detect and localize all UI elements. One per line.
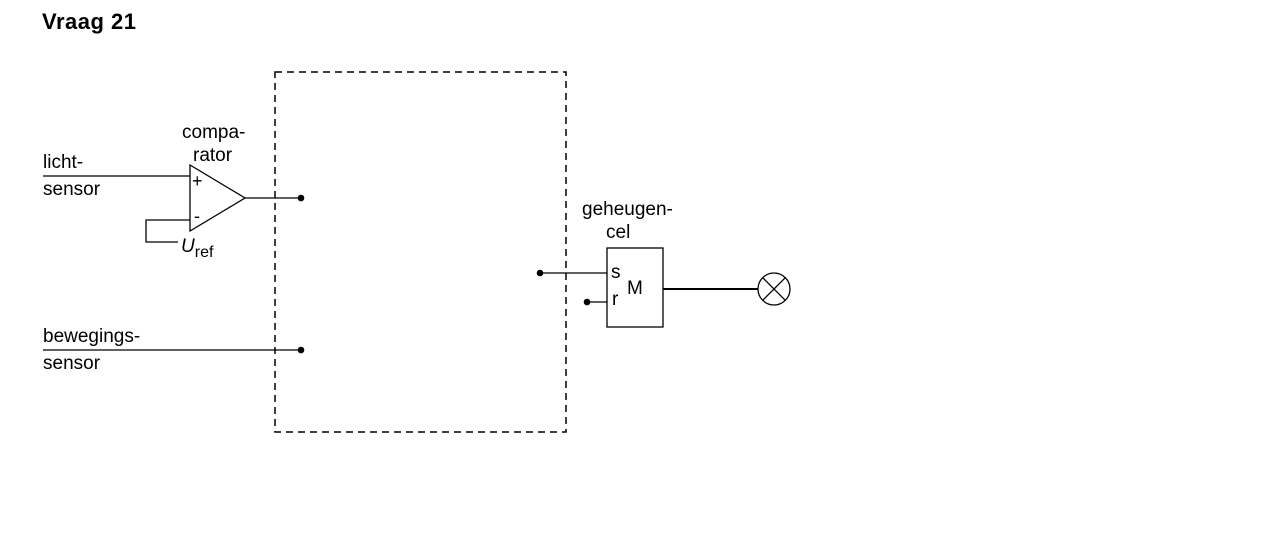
bewegingssensor-label-line1: bewegings- <box>43 326 140 347</box>
memory-reset-label: r <box>612 289 619 310</box>
comparator-symbol <box>189 163 247 233</box>
comparator-label-line1: compa- <box>182 122 245 143</box>
lichtsensor-label-line1: licht- <box>43 152 83 173</box>
uref-main: U <box>181 236 195 257</box>
uref-wire <box>145 219 190 243</box>
lamp-icon <box>757 272 791 306</box>
uref-label: Uref <box>181 236 214 261</box>
memory-set-label: s <box>611 262 621 283</box>
memory-m-label: M <box>627 278 643 299</box>
question-heading: Vraag 21 <box>42 9 137 34</box>
comparator-plus-sign: + <box>192 171 203 191</box>
bewegingssensor-label-line2: sensor <box>43 353 101 374</box>
comparator-label-line2: rator <box>193 145 233 166</box>
comparator-minus-sign: - <box>194 206 200 226</box>
lichtsensor-label-line2: sensor <box>43 179 101 200</box>
geheugencel-label-line2: cel <box>606 222 630 243</box>
bewegingssensor-node <box>297 346 305 354</box>
geheugencel-label-line1: geheugen- <box>582 199 673 220</box>
uref-subscript: ref <box>195 244 214 261</box>
memory-cell-box <box>606 247 664 328</box>
dashed-processing-box <box>274 71 567 433</box>
comparator-output-node <box>297 194 305 202</box>
